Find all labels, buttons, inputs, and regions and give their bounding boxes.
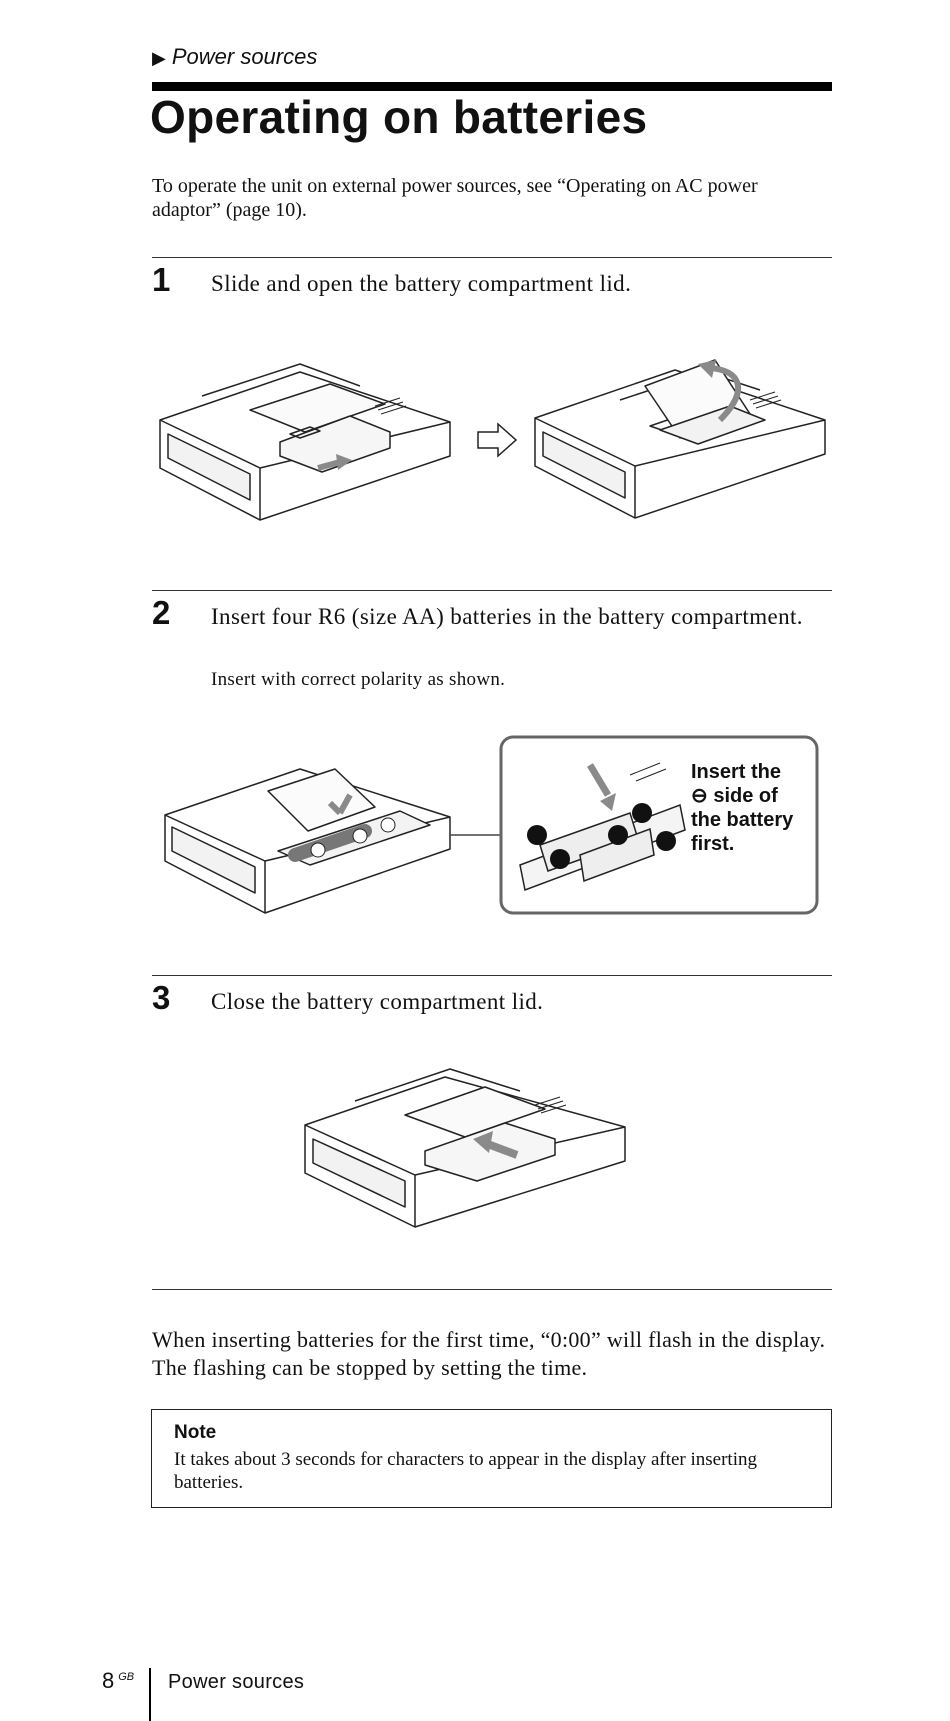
step-1-illustration [159,359,826,521]
device-lid-closing [304,1068,626,1228]
plus-icon [527,825,547,845]
first-time-info: When inserting batteries for the first t… [152,1327,826,1380]
close-arrow-head [473,1131,493,1153]
device-open-batteries [164,768,451,914]
outline-arrow-icon [477,422,518,458]
step-2-subtext: Insert with correct polarity as shown. [211,669,506,690]
step-3-text: Close the battery compartment lid. [211,989,544,1014]
callout-line-1: Insert the [691,761,781,783]
note-text: It takes about 3 seconds for characters … [174,1449,757,1493]
right-triangle-icon: ▶ [152,48,166,68]
footer-divider [149,1668,151,1721]
callout-arrow-head [600,793,616,811]
step-3-number: 3 [152,979,171,1016]
section-divider [152,1289,832,1290]
page-suffix: GB [118,1670,135,1683]
step-divider [152,975,832,976]
footer-section: Power sources [168,1671,305,1693]
callout-line-4: first. [691,833,734,855]
callout-line-3: the battery [691,809,794,831]
open-arrow-head [698,360,716,378]
step-2-illustration: Insert the ⊖ side of the battery first. [164,735,819,915]
plus-icon [310,842,326,858]
device-lid-closed [159,363,451,521]
device-lid-open [534,359,826,519]
step-divider [152,590,832,591]
plus-icon [352,828,368,844]
slide-arrow [317,459,341,471]
insert-arrow [327,793,353,816]
step-divider [152,257,832,258]
minus-icon [550,849,570,869]
note-title: Note [174,1422,217,1443]
step-2-number: 2 [152,594,171,631]
open-arrow [709,365,742,423]
callout-line-2: ⊖ side of [691,785,778,807]
note-box: Note It takes about 3 seconds for charac… [151,1409,832,1508]
plus-icon [608,825,628,845]
callout-arrow [586,763,612,797]
step-1-number: 1 [152,261,171,298]
step-1-text: Slide and open the battery compartment l… [211,271,632,296]
minus-icon [656,831,676,851]
intro-text: To operate the unit on external power so… [152,175,758,221]
step-3-illustration [304,1068,626,1228]
page-title: Operating on batteries [150,91,648,143]
title-rule [152,82,832,91]
section-label: ▶Power sources [152,44,318,69]
plus-icon [632,803,652,823]
step-2-text: Insert four R6 (size AA) batteries in th… [211,604,803,629]
slide-arrow-head [336,454,352,470]
minus-icon [380,817,396,833]
